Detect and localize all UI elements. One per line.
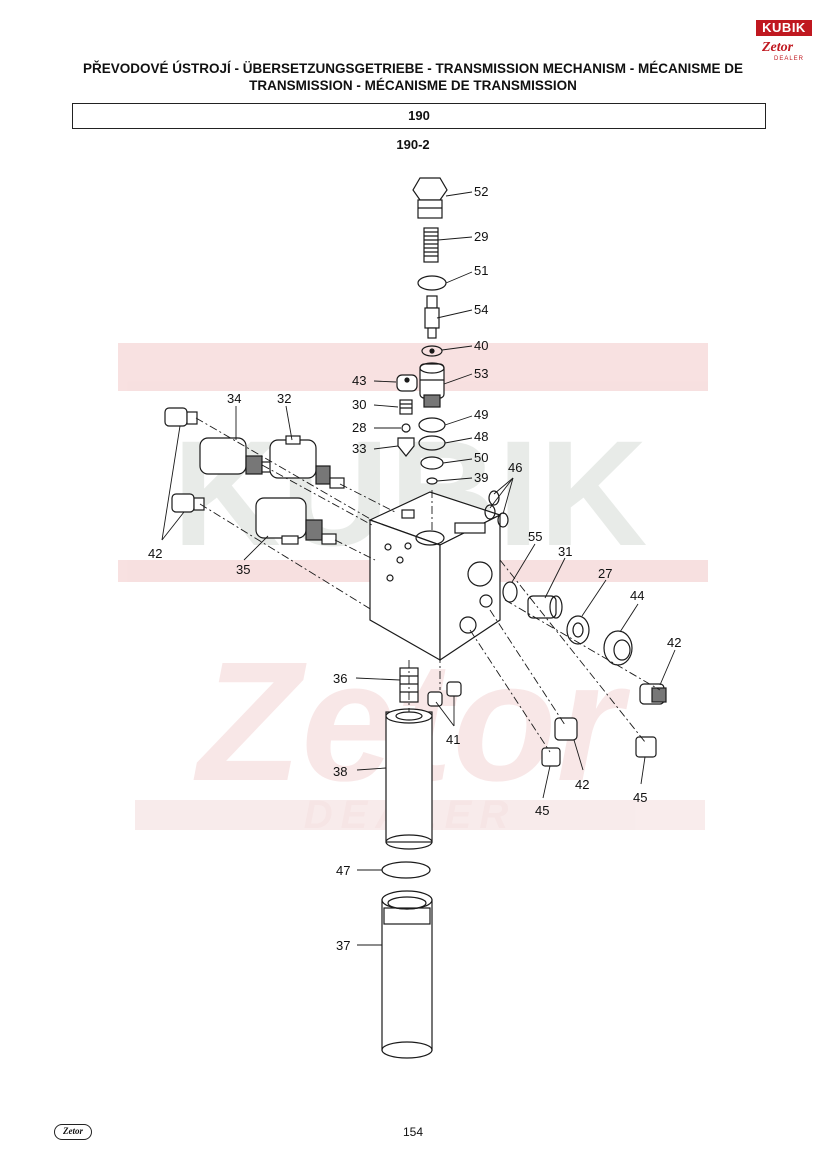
callout-53: 53 (474, 366, 488, 381)
part-27-plug (566, 615, 590, 645)
part-45-plug-left (541, 747, 561, 767)
callout-35: 35 (236, 562, 250, 577)
callout-47: 47 (336, 863, 350, 878)
sub-section-code: 190-2 (396, 137, 430, 152)
part-42-fitting-lower (554, 717, 578, 741)
callout-29: 29 (474, 229, 488, 244)
callout-34: 34 (227, 391, 241, 406)
callout-37: 37 (336, 938, 350, 953)
callout-42-right: 42 (667, 635, 681, 650)
part-51-o-ring (417, 275, 447, 291)
callout-43: 43 (352, 373, 366, 388)
part-33-valve-seat (397, 437, 415, 457)
callout-50: 50 (474, 450, 488, 465)
callout-42-left: 42 (148, 546, 162, 561)
callout-38: 38 (333, 764, 347, 779)
part-35-solenoid (255, 497, 337, 545)
callout-28: 28 (352, 420, 366, 435)
callout-51: 51 (474, 263, 488, 278)
callout-48: 48 (474, 429, 488, 444)
callout-52: 52 (474, 184, 488, 199)
leader-lines (161, 191, 676, 946)
section-code-box: 190 (72, 103, 766, 129)
callout-54: 54 (474, 302, 488, 317)
part-53-valve (419, 362, 445, 408)
callout-45-right: 45 (633, 790, 647, 805)
part-36-fitting (399, 667, 419, 703)
part-54-piston (424, 295, 440, 339)
page-number: 154 (402, 1125, 424, 1139)
part-32-solenoid (269, 435, 345, 489)
callout-labels: 52 29 51 54 40 53 43 30 28 33 49 48 50 3… (148, 184, 681, 953)
part-47-o-ring (381, 861, 431, 879)
logo-kubik-text: KUBIK (756, 20, 812, 36)
logo-dealer-text: DEALER (774, 56, 805, 62)
part-40-washer (421, 345, 443, 357)
logo-zetor-text: Zetor (762, 40, 794, 55)
part-29-spring (423, 227, 439, 263)
valve-block (368, 491, 502, 662)
part-43-cap (396, 374, 418, 392)
title-line-1: PŘEVODOVÉ ÚSTROJÍ - ÜBERSETZUNGSGETRIEBE… (82, 61, 744, 76)
part-42-fitting-upper-left (164, 407, 198, 427)
callout-36: 36 (333, 671, 347, 686)
callout-39: 39 (474, 470, 488, 485)
callout-30: 30 (352, 397, 366, 412)
part-45-plug-right (635, 736, 657, 758)
part-37-housing (381, 890, 433, 1059)
part-30-spring (399, 399, 413, 415)
part-52-plug (412, 177, 448, 219)
title-line-2: TRANSMISSION - MÉCANISME DE TRANSMISSION (249, 78, 577, 93)
callout-49: 49 (474, 407, 488, 422)
page-title: PŘEVODOVÉ ÚSTROJÍ - ÜBERSETZUNGSGETRIEBE… (60, 60, 766, 94)
callout-27: 27 (598, 566, 612, 581)
callout-40: 40 (474, 338, 488, 353)
kubik-zetor-logo: KUBIK Zetor DEALER (752, 14, 816, 66)
part-42-fitting-right (639, 683, 667, 705)
callout-41: 41 (446, 732, 460, 747)
part-28-ball (401, 423, 411, 433)
part-31-sleeve (527, 595, 563, 619)
part-42-fitting-lower-left (171, 493, 205, 513)
callout-33: 33 (352, 441, 366, 456)
callout-45-left: 45 (535, 803, 549, 818)
part-44-cap (603, 630, 633, 666)
part-38-filter (385, 708, 433, 850)
assembly-lines (195, 417, 661, 753)
callout-42-lower: 42 (575, 777, 589, 792)
callout-31: 31 (558, 544, 572, 559)
part-55-o-ring (502, 581, 518, 603)
callout-32: 32 (277, 391, 291, 406)
callout-44: 44 (630, 588, 644, 603)
footer-zetor-logo: Zetor (54, 1124, 92, 1140)
callout-55: 55 (528, 529, 542, 544)
callout-46: 46 (508, 460, 522, 475)
